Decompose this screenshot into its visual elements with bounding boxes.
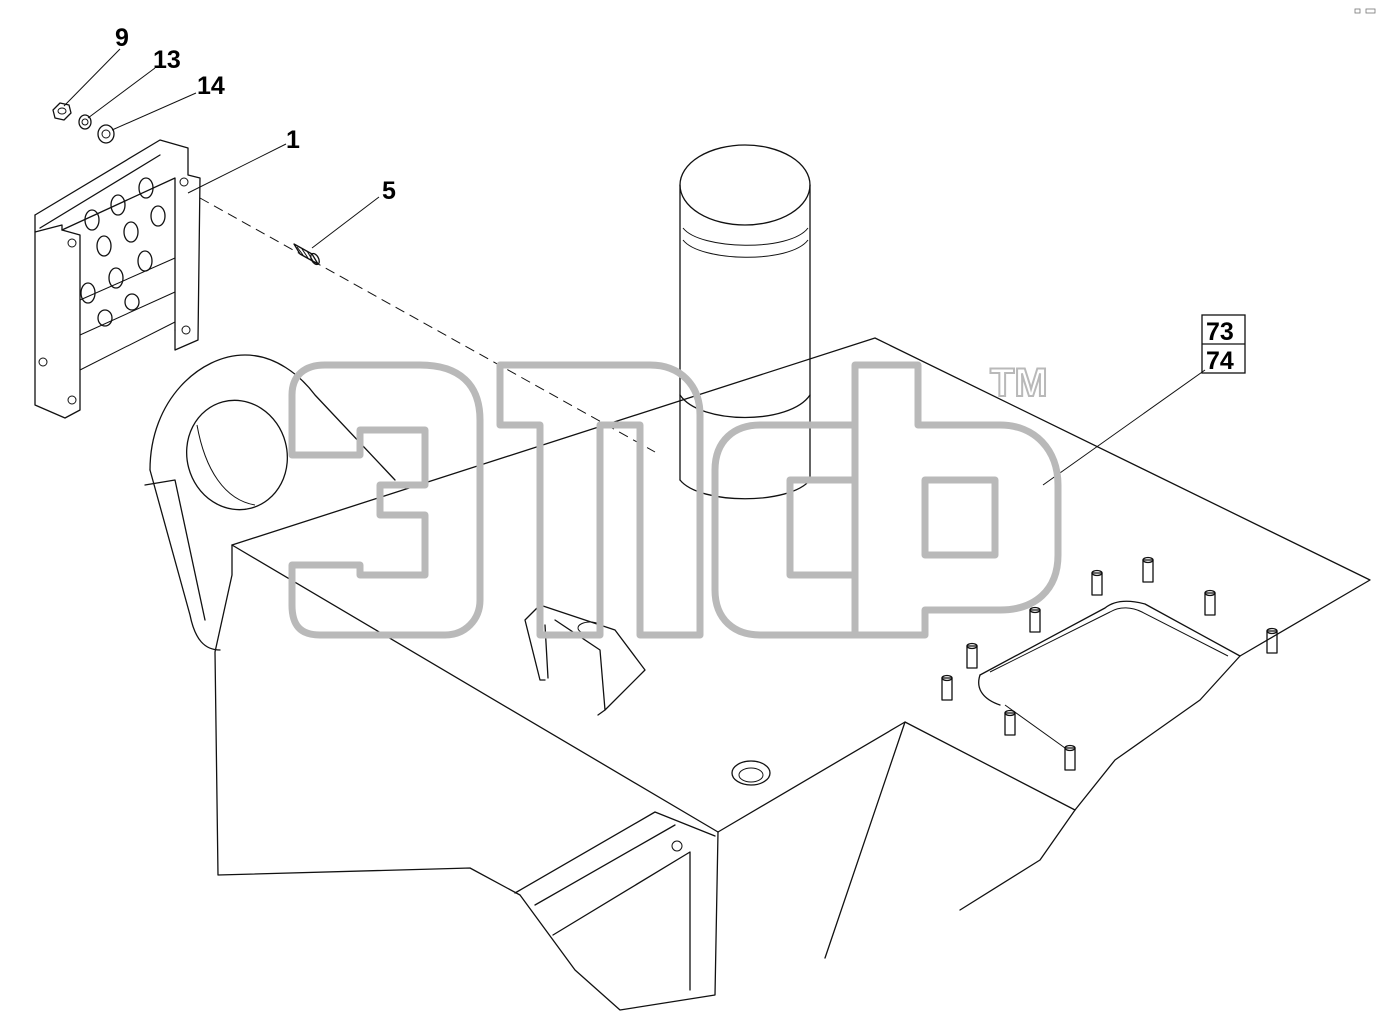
step-plate: [34, 139, 201, 419]
frame-body: [214, 337, 1371, 1011]
callout-9: 9: [115, 24, 129, 52]
callout-13: 13: [153, 46, 181, 74]
studs: [941, 556, 1278, 771]
watermark-logo: TM: [288, 360, 1062, 639]
callout-5: 5: [382, 177, 396, 205]
callout-labels: 9 13 14 1 5 73 74: [115, 24, 1246, 375]
corner-mark: [1354, 8, 1376, 14]
callout-73: 73: [1206, 318, 1234, 346]
pivot-pin: [679, 144, 811, 500]
watermark-tm: TM: [990, 361, 1048, 405]
callout-1: 1: [286, 126, 300, 154]
access-opening: [978, 600, 1241, 749]
callout-74: 74: [1206, 347, 1234, 375]
hardware-nut-washers: [52, 102, 115, 144]
callout-14: 14: [197, 72, 225, 100]
lifting-ear: [144, 354, 396, 651]
leader-lines: [63, 48, 1206, 486]
set-screw: [293, 243, 320, 266]
